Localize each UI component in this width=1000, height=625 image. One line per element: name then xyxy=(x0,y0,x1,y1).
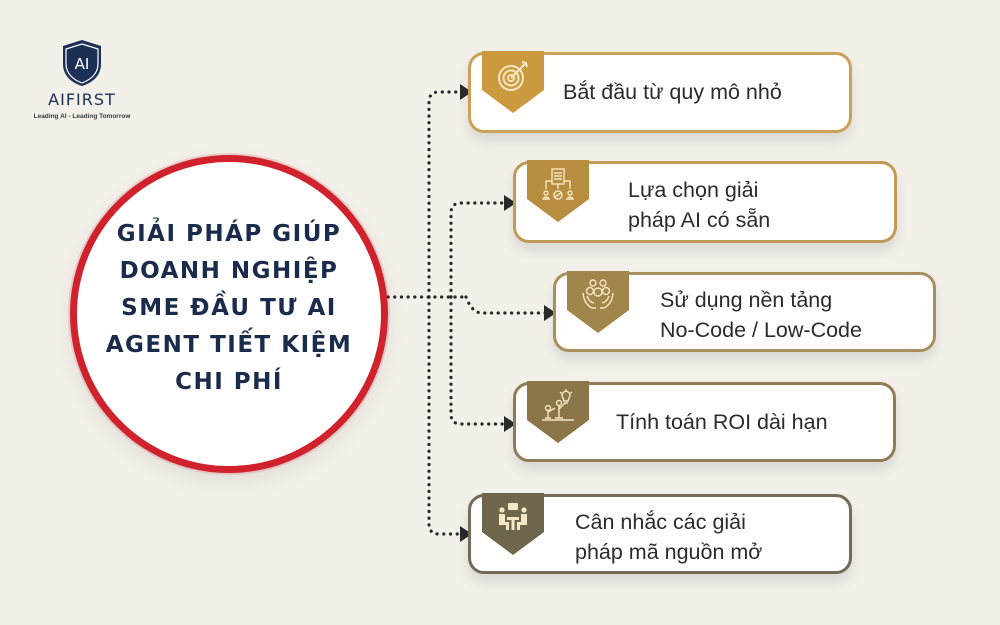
solution-card-no-code: Sử dụng nền tảng No-Code / Low-Code xyxy=(553,271,936,352)
card-label: Tính toán ROI dài hạn xyxy=(616,410,828,434)
badge xyxy=(527,381,589,443)
logo-name: AIFIRST xyxy=(48,90,116,109)
document-selection-icon xyxy=(541,168,575,200)
card-label: Cân nhắc các giải pháp mã nguồn mở xyxy=(575,510,763,564)
solution-card-long-term-roi: Tính toán ROI dài hạn xyxy=(513,381,896,462)
svg-text:AI: AI xyxy=(75,55,90,73)
card-label: Sử dụng nền tảng No-Code / Low-Code xyxy=(660,288,862,342)
aifirst-logo: AI AIFIRST Leading AI - Leading Tomorrow xyxy=(22,38,142,120)
target-icon xyxy=(498,61,528,91)
meeting-icon xyxy=(499,503,527,530)
badge xyxy=(482,51,544,113)
arrow-head-1 xyxy=(460,84,472,100)
badge xyxy=(482,493,544,555)
hub-circle: GIẢI PHÁP GIÚP DOANH NGHIỆP SME ĐẦU TƯ A… xyxy=(70,155,388,473)
hands-people-icon xyxy=(582,279,614,309)
idea-teamwork-icon xyxy=(542,389,574,421)
card-label: Bắt đầu từ quy mô nhỏ xyxy=(563,80,782,104)
logo-tagline: Leading AI - Leading Tomorrow xyxy=(33,113,131,120)
hub-title: GIẢI PHÁP GIÚP DOANH NGHIỆP SME ĐẦU TƯ A… xyxy=(105,220,353,395)
solution-card-open-source: Cân nhắc các giải pháp mã nguồn mở xyxy=(468,493,852,574)
badge xyxy=(527,160,589,222)
arrow-head-5 xyxy=(460,526,472,542)
solution-card-start-small: Bắt đầu từ quy mô nhỏ xyxy=(468,51,852,133)
solution-card-ready-made-ai: Lựa chọn giải pháp AI có sẵn xyxy=(513,160,897,243)
arrow-head-3 xyxy=(544,305,556,321)
arrow-head-4 xyxy=(504,416,516,432)
card-label: Lựa chọn giải pháp AI có sẵn xyxy=(628,178,771,232)
shield-icon: AI xyxy=(63,40,101,86)
arrow-head-2 xyxy=(504,195,516,211)
badge xyxy=(567,271,629,333)
